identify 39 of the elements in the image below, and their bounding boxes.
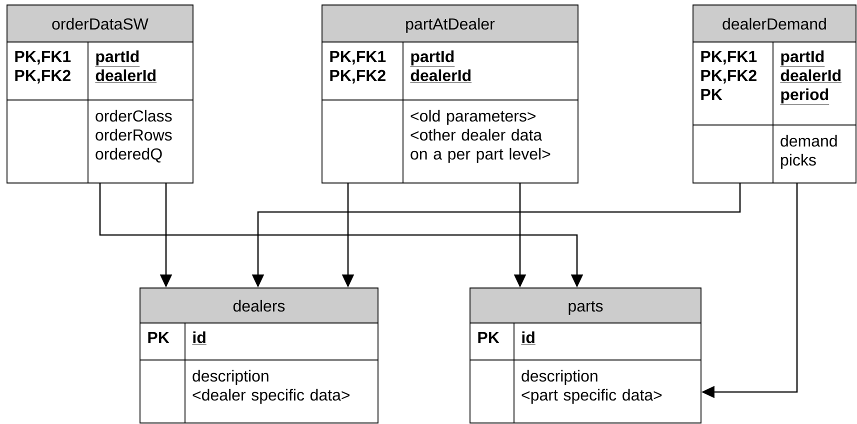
entity-table [692,4,856,184]
key-label: PK,FK2 [330,70,386,84]
attribute: <other dealer data on a per part level> [410,128,550,163]
key-label: PK,FK1 [330,51,386,64]
table-header: orderDataSW [52,18,148,30]
key-field: dealerId [780,69,842,83]
key-label: PK,FK2 [15,70,70,84]
key-label: PK,FK1 [701,51,757,64]
key-label: PK [148,332,170,343]
key-field: period [780,88,830,105]
key-field: partId [410,50,455,67]
entity-table [140,288,378,424]
key-label: PK [478,332,500,343]
attribute: picks [781,154,816,169]
table-header: dealers [233,300,285,312]
key-field: id [192,331,207,345]
key-label: PK,FK2 [701,70,756,84]
table-header: dealerDemand [722,18,826,30]
key-field: partId [780,50,825,67]
key-field: dealerId [410,69,472,83]
attribute: demand [780,134,837,147]
attribute: orderClass [96,110,172,122]
table-header: parts [568,301,603,315]
key-label: PK,FK1 [15,51,71,64]
attribute: description [522,370,598,385]
entity-table [470,288,702,424]
key-field: id [521,331,536,345]
key-field: partId [95,50,140,67]
attribute: <old parameters> [410,110,536,125]
attribute: orderRows [96,128,172,141]
attribute: description [192,370,268,385]
entity-table [6,4,194,184]
table-header: partAtDealer [406,18,495,33]
key-field: dealerId [95,69,157,83]
attribute: <part specific data> [522,388,662,404]
attribute: <dealer specific data> [192,388,350,404]
key-label: PK [701,89,722,100]
entity-table [322,4,578,184]
attribute: orderedQ [96,148,162,163]
